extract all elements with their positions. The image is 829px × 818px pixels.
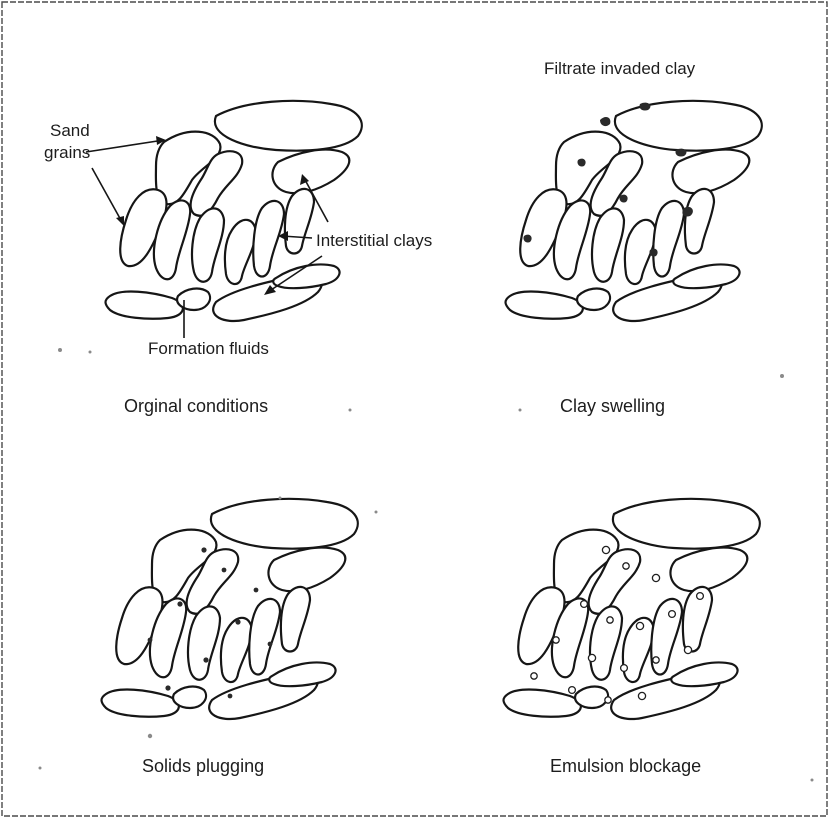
emulsion-droplet <box>697 593 704 600</box>
formation-fluids-label: Formation fluids <box>148 339 269 358</box>
emulsion-droplet <box>602 546 609 553</box>
plugging-solid-particle <box>235 619 240 624</box>
emulsion-droplet <box>581 601 588 608</box>
panel-clay-swelling: Filtrate invaded clay Clay swelling <box>506 59 762 416</box>
sand-grains-label-line1: Sand <box>50 121 90 140</box>
emulsion-droplet <box>684 646 691 653</box>
emulsion-droplet <box>588 654 595 661</box>
plugging-solid-particle <box>203 657 208 662</box>
emulsion-droplet <box>569 687 576 694</box>
plugging-solid-particle <box>222 568 227 573</box>
caption-clay-swelling: Clay swelling <box>560 396 665 416</box>
panel-solids-plugging: Solids plugging <box>102 499 358 776</box>
sand-grains-label-line2: grains <box>44 143 90 162</box>
swollen-clay-deposit <box>675 149 686 157</box>
plugging-solid-particle <box>165 685 170 690</box>
emulsion-droplet <box>607 617 613 623</box>
caption-solids-plugging: Solids plugging <box>142 756 264 776</box>
sand-grains-arrow-lower <box>92 168 122 222</box>
emulsion-droplet <box>553 637 559 643</box>
plugging-solid-particle <box>148 638 153 643</box>
emulsion-droplet <box>531 673 537 679</box>
grain-cluster-original <box>106 101 362 321</box>
swollen-clay-deposit <box>600 117 610 126</box>
emulsion-droplet <box>605 697 611 703</box>
plugging-solid-particle <box>228 694 233 699</box>
panel-emulsion-blockage: Emulsion blockage <box>504 499 760 776</box>
grain-cluster-solids-plugging <box>102 499 358 719</box>
interstitial-clays-label: Interstitial clays <box>316 231 432 250</box>
sand-grains-arrowhead-lower <box>116 216 124 226</box>
emulsion-droplet <box>669 611 676 618</box>
plugging-solid-particle <box>254 588 259 593</box>
emulsion-droplet <box>621 665 628 672</box>
plugging-solid-particle <box>177 601 182 606</box>
emulsion-droplet <box>636 622 643 629</box>
panel-original-conditions: Sand grains Interstitial clays Formation… <box>44 101 432 416</box>
caption-original-conditions: Orginal conditions <box>124 396 268 416</box>
filtrate-invaded-clay-label: Filtrate invaded clay <box>544 59 696 78</box>
sand-grains-arrow-upper <box>86 140 164 152</box>
caption-emulsion-blockage: Emulsion blockage <box>550 756 701 776</box>
emulsion-droplet <box>638 692 645 699</box>
plugging-solid-particle <box>201 547 206 552</box>
emulsion-droplet <box>653 657 659 663</box>
emulsion-droplet <box>623 563 629 569</box>
swollen-clay-deposit <box>619 195 627 203</box>
grain-cluster-clay-swelling <box>506 101 762 321</box>
plugging-solid-particle <box>268 642 273 647</box>
grain-cluster-emulsion-blockage <box>504 499 760 719</box>
emulsion-droplet <box>652 574 659 581</box>
